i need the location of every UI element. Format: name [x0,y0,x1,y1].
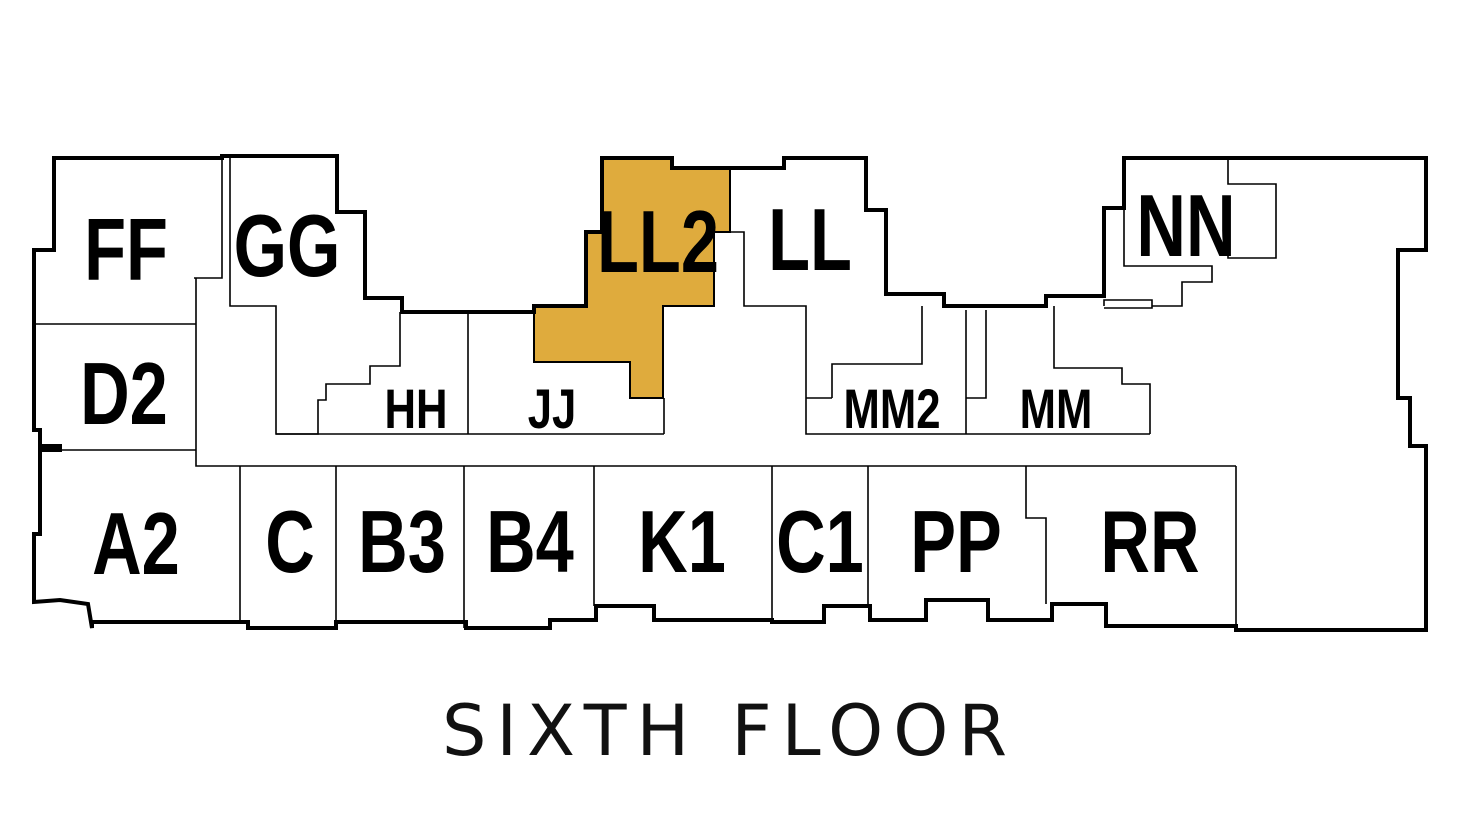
unit-label-ff[interactable]: FF [84,201,168,299]
unit-label-rr[interactable]: RR [1100,493,1199,591]
unit-labels: FF GG LL2 LL NN D2 HH JJ MM2 MM A2 C B3 … [80,177,1235,593]
unit-label-b4[interactable]: B4 [486,493,574,591]
unit-label-mm[interactable]: MM [1020,378,1093,440]
interior-walls [34,156,1277,628]
building-outline [32,154,1428,632]
unit-label-c1[interactable]: C1 [776,493,864,591]
unit-label-k1[interactable]: K1 [638,493,726,591]
unit-label-hh[interactable]: HH [384,378,447,440]
unit-label-d2[interactable]: D2 [80,345,168,443]
unit-label-gg[interactable]: GG [234,197,341,295]
unit-label-a2[interactable]: A2 [92,495,180,593]
unit-label-mm2[interactable]: MM2 [843,378,940,440]
unit-label-jj[interactable]: JJ [528,378,577,440]
unit-label-ll[interactable]: LL [768,191,852,289]
unit-label-pp[interactable]: PP [910,493,1002,591]
unit-label-nn[interactable]: NN [1136,177,1235,275]
unit-label-b3[interactable]: B3 [358,493,446,591]
unit-label-c[interactable]: C [265,493,315,591]
floor-title: SIXTH FLOOR [441,690,1018,772]
unit-label-ll2[interactable]: LL2 [597,193,719,291]
